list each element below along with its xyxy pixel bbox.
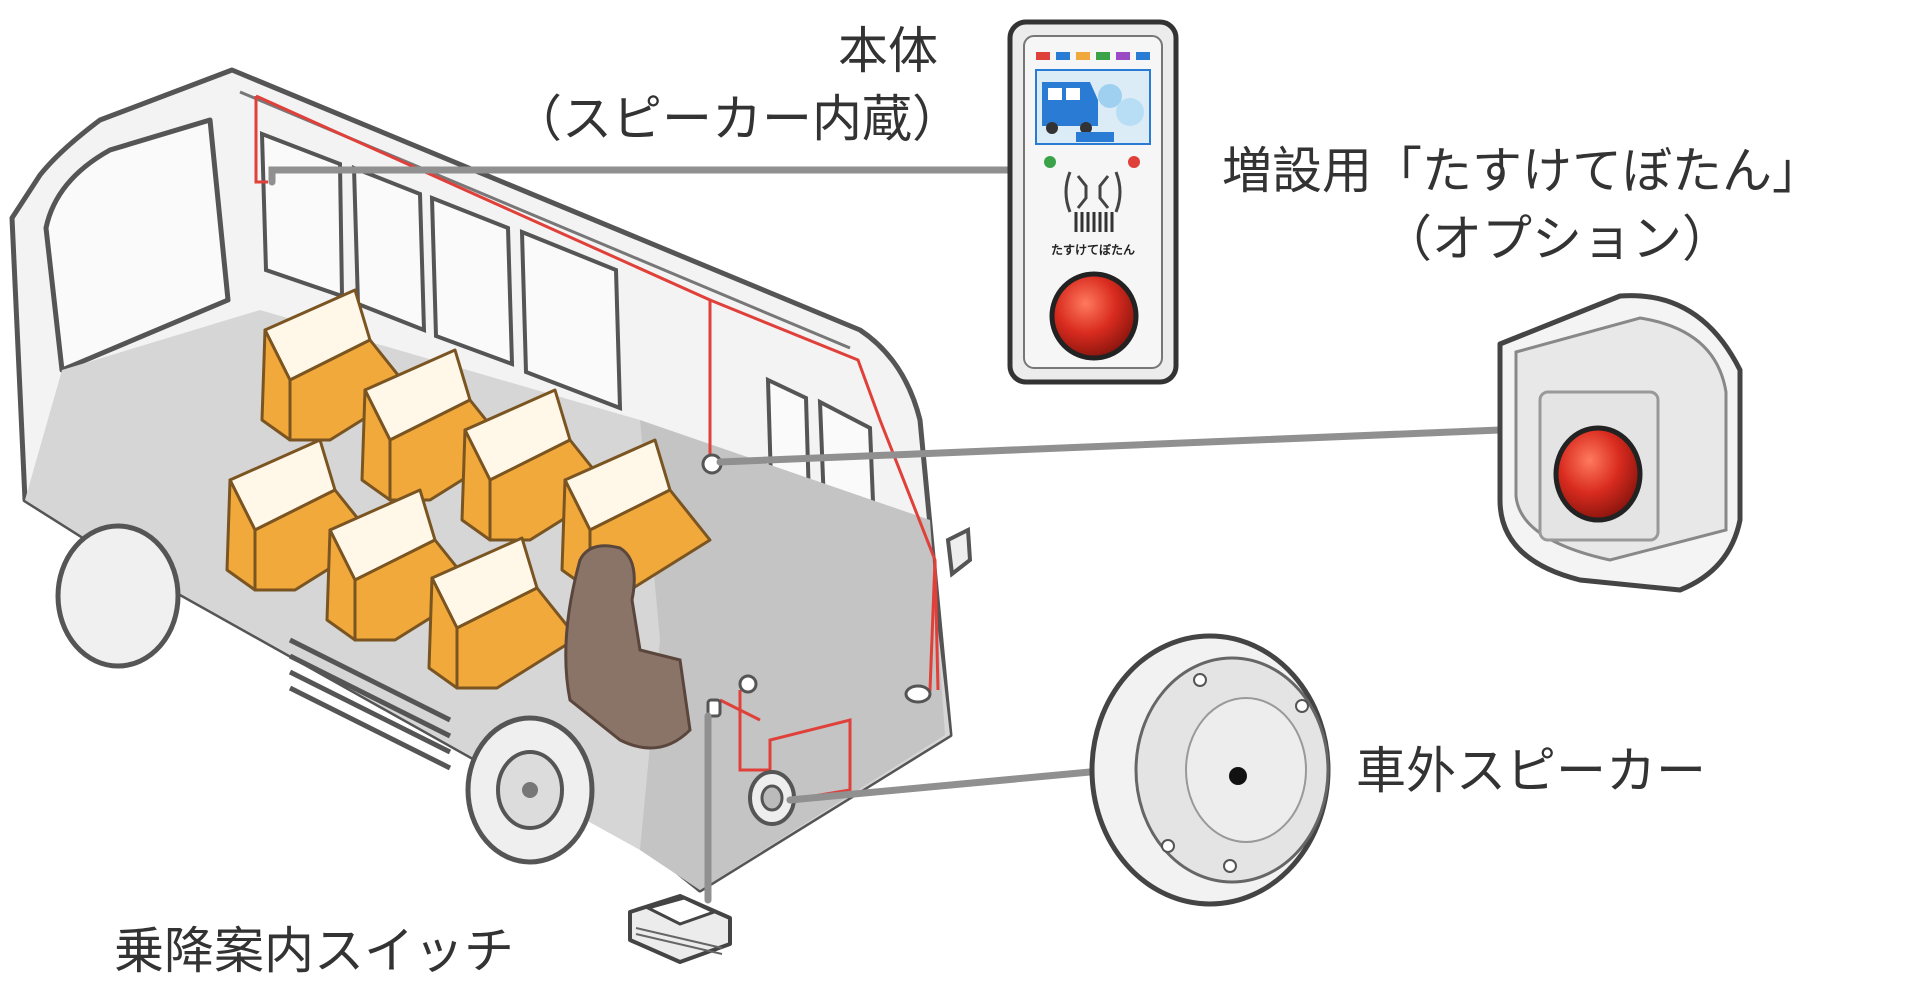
speaker-center [1229,767,1247,785]
side-mirror [945,526,973,578]
boarding-switch-device [628,894,732,964]
interior-sensor [738,674,758,694]
bus-rear-wheel [465,715,595,865]
seat [427,536,579,690]
push-button-red[interactable] [1553,425,1643,523]
speaker-grille-icon [1074,212,1114,232]
label-option-button: 増設用「たすけてぼたん」 [1222,142,1822,200]
bus-illustration [9,67,973,893]
seat [325,488,477,642]
driver-seat [564,544,692,750]
main-unit-device: たすけてぼたん [1007,19,1179,385]
bus-cabin-shadow [640,420,945,890]
speaker-icon [1064,171,1122,213]
seat [260,288,412,442]
rear-light [904,684,932,704]
led-red [1128,156,1140,168]
main-unit-caption: たすけてぼたん [1051,243,1135,257]
lead-line-external-speaker [786,768,1094,804]
label-main-unit: 本体 [838,22,938,80]
label-boarding-switch: 乗降案内スイッチ [114,922,514,980]
bus-speaker-mount [748,770,796,826]
seat [460,388,612,542]
lead-line-option-button [716,426,1504,466]
label-option-button-sub: （オプション） [1382,210,1732,268]
lead-line-main-unit [268,166,1014,186]
screen-label [1076,132,1114,142]
bus-windshield [43,117,231,373]
interior-jack [706,698,722,718]
main-unit-color-bar [1036,52,1150,60]
label-external-speaker: 車外スピーカー [1356,742,1706,800]
label-main-unit-sub: （スピーカー内蔵） [512,90,962,148]
seat [225,438,377,592]
led-green [1044,156,1056,168]
lead-lines [268,166,1504,904]
push-button-device [1497,293,1743,593]
bus-side-vents [288,637,452,771]
bus-front-wheel [55,523,181,669]
external-speaker-device [1089,633,1331,907]
main-unit-red-button[interactable] [1049,271,1139,361]
